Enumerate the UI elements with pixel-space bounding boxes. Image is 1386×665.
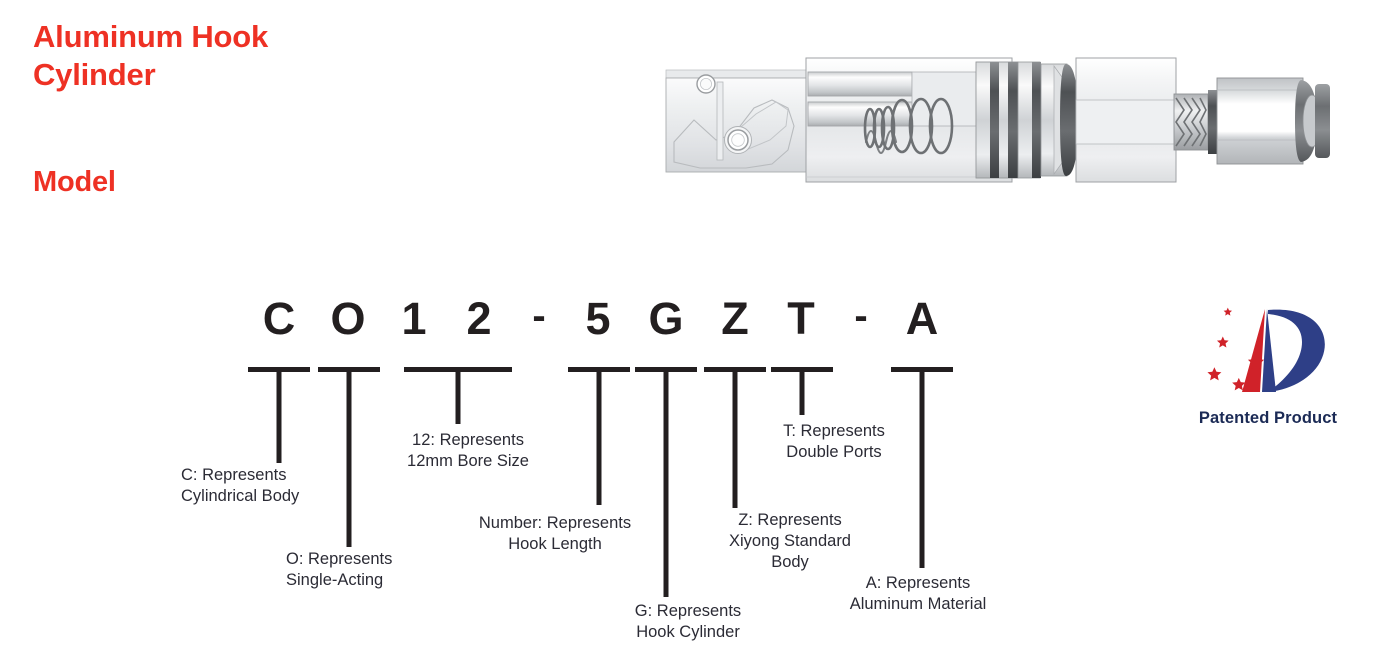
- callout-a: A: Represents Aluminum Material: [849, 574, 987, 614]
- leader-12: [404, 367, 512, 424]
- leader-c-bar: [248, 367, 310, 372]
- leader-5-bar: [568, 367, 630, 372]
- model-code-char-c-0: C: [262, 293, 296, 344]
- leader-o: [318, 367, 380, 547]
- cylinder-cutaway-illustration: [665, 57, 1330, 183]
- model-code-char-t-8: T: [787, 293, 815, 344]
- leader-t: [771, 367, 833, 415]
- callout-o: O: Represents Single-Acting: [286, 550, 393, 590]
- model-code-char-hyphen-9: -: [854, 294, 868, 338]
- callout-12: 12: Represents 12mm Bore Size: [407, 431, 529, 471]
- model-code-char-1-2: 1: [401, 293, 427, 344]
- leader-12-drop: [455, 367, 461, 424]
- leader-o-bar: [318, 367, 380, 372]
- callout-t: T: Represents Double Ports: [783, 422, 885, 462]
- patent-label: Patented Product: [1198, 409, 1338, 427]
- leader-g-bar: [635, 367, 697, 372]
- leader-c: [248, 367, 310, 463]
- leader-z-bar: [704, 367, 766, 372]
- model-code-char-hyphen-4: -: [532, 294, 546, 338]
- leader-5: [568, 367, 630, 505]
- leader-g: [635, 367, 697, 597]
- page-title: Aluminum Hook Cylinder: [33, 19, 269, 92]
- xiyong-patent-logo-icon: [1198, 300, 1338, 405]
- product-photo: [660, 22, 1340, 192]
- leader-a: [891, 367, 953, 568]
- callout-5: Number: Represents Hook Length: [478, 514, 632, 554]
- leader-o-drop: [346, 367, 352, 547]
- model-code-char-o-1: O: [330, 293, 366, 344]
- patent-block: Patented Product: [1178, 300, 1358, 428]
- leader-t-bar: [771, 367, 833, 372]
- patent-logo-svg: [1207, 307, 1325, 392]
- leader-c-drop: [276, 367, 282, 463]
- model-code-char-g-6: G: [648, 293, 684, 344]
- model-code-char-5-5: 5: [585, 293, 611, 344]
- leader-z-drop: [732, 367, 738, 508]
- section-heading-model: Model: [33, 166, 116, 198]
- model-code-char-a-10: A: [905, 293, 939, 344]
- model-code-char-2-3: 2: [466, 293, 492, 344]
- leader-5-drop: [596, 367, 602, 505]
- leader-g-drop: [663, 367, 669, 597]
- callout-z: Z: Represents Xiyong Standard Body: [728, 511, 851, 572]
- leader-a-drop: [919, 367, 925, 568]
- callout-c: C: Represents Cylindrical Body: [181, 466, 300, 506]
- leader-12-bar: [404, 367, 512, 372]
- model-code-char-z-7: Z: [721, 293, 749, 344]
- leader-a-bar: [891, 367, 953, 372]
- leader-t-drop: [799, 367, 805, 415]
- callout-g: G: Represents Hook Cylinder: [634, 602, 742, 642]
- page-title-block: Aluminum Hook Cylinder: [33, 18, 453, 94]
